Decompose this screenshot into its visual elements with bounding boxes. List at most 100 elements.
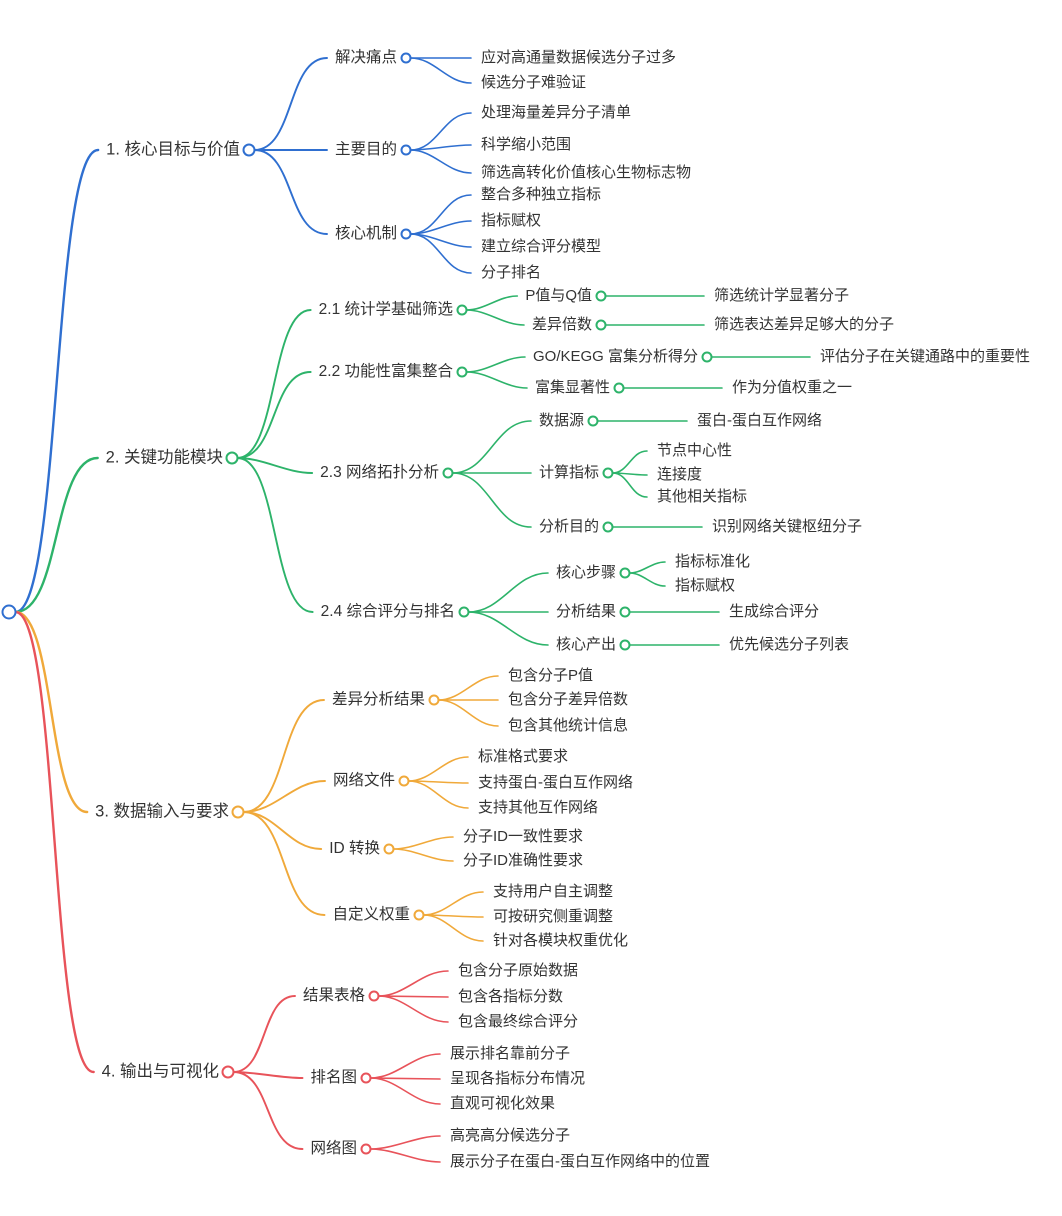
mindmap-link <box>369 1077 441 1105</box>
mindmap-node-label: 主要目的 <box>335 140 397 158</box>
mindmap-leaf-label: 针对各模块权重优化 <box>493 932 628 949</box>
mindmap-link <box>407 756 469 782</box>
mindmap-leaf-label: 整合多种独立指标 <box>481 186 601 203</box>
mindmap-branch-connector[interactable] <box>242 143 256 157</box>
mindmap-leaf-label: 建立综合评分模型 <box>481 238 601 255</box>
mindmap-leaf-label: 生成综合评分 <box>729 603 819 620</box>
mindmap-leaf-label: 筛选表达差异足够大的分子 <box>714 316 894 333</box>
mindmap-leaf-label: 包含分子P值 <box>508 667 593 684</box>
mindmap-branch-connector[interactable] <box>225 451 239 465</box>
mindmap-link <box>242 699 325 813</box>
mindmap-link <box>465 356 526 373</box>
mindmap-link <box>467 572 549 613</box>
mindmap-node-label: 差异倍数 <box>532 316 592 333</box>
mindmap-leaf-label: 识别网络关键枢纽分子 <box>712 518 862 535</box>
mindmap-node-connector[interactable] <box>613 382 625 394</box>
mindmap-node-connector[interactable] <box>456 366 468 378</box>
mindmap-link <box>236 457 314 474</box>
mindmap-link <box>236 457 314 613</box>
mindmap-node-connector[interactable] <box>400 144 412 156</box>
mindmap-leaf-label: 指标赋权 <box>481 212 541 229</box>
mindmap-link <box>242 811 326 916</box>
mindmap-link <box>611 472 648 498</box>
mindmap-node-connector[interactable] <box>413 909 425 921</box>
mindmap-node-connector[interactable] <box>619 567 631 579</box>
mindmap-link <box>407 780 469 809</box>
mindmap-leaf-label: 呈现各指标分布情况 <box>450 1070 585 1087</box>
mindmap-leaf-label: 直观可视化效果 <box>450 1095 555 1112</box>
mindmap-node-connector[interactable] <box>398 775 410 787</box>
mindmap-leaf-label: 优先候选分子列表 <box>729 636 849 653</box>
mindmap-leaf-label: 支持蛋白-蛋白互作网络 <box>478 774 633 791</box>
mindmap-branch-label: 3. 数据输入与要求 <box>95 801 229 820</box>
mindmap-leaf-label: 高亮高分候选分子 <box>450 1127 570 1144</box>
mindmap-branch-connector[interactable] <box>221 1065 235 1079</box>
mindmap-leaf-label: 评估分子在关键通路中的重要性 <box>820 348 1030 365</box>
mindmap-link <box>465 309 525 326</box>
mindmap-root-node[interactable] <box>1 604 17 620</box>
mindmap-node-label: GO/KEGG 富集分析得分 <box>533 347 698 365</box>
mindmap-node-connector[interactable] <box>368 990 380 1002</box>
mindmap-links <box>14 57 811 1163</box>
mindmap-node-connector[interactable] <box>595 319 607 331</box>
mindmap-link <box>437 675 499 701</box>
mindmap-node-label: 2.3 网络拓扑分析 <box>320 463 439 481</box>
mindmap-node-connector[interactable] <box>360 1072 372 1084</box>
mindmap-node-label: 排名图 <box>310 1068 357 1086</box>
mindmap-node-connector[interactable] <box>602 521 614 533</box>
mindmap-link <box>451 420 532 474</box>
mindmap-node-label: 自定义权重 <box>332 905 410 923</box>
mindmap-node-label: 2.1 统计学基础筛选 <box>319 300 453 318</box>
mindmap-node-connector[interactable] <box>587 415 599 427</box>
mindmap-link <box>369 1053 441 1079</box>
mindmap-leaf-label: 候选分子难验证 <box>481 74 586 91</box>
mindmap-node-connector[interactable] <box>400 228 412 240</box>
mindmap-leaf-label: 指标标准化 <box>675 553 750 570</box>
mindmap-link <box>14 610 89 814</box>
mindmap-leaf-label: 包含各指标分数 <box>458 988 563 1005</box>
mindmap-node-label: P值与Q值 <box>525 287 592 304</box>
mindmap-nodes: 1. 核心目标与价值解决痛点应对高通量数据候选分子过多候选分子难验证主要目的处理… <box>1 48 1030 1170</box>
mindmap-link <box>392 848 454 862</box>
mindmap-node-label: 富集显著性 <box>535 378 610 396</box>
mindmap-link <box>369 1077 441 1080</box>
mindmap-node-connector[interactable] <box>442 467 454 479</box>
mindmap-node-label: ID 转换 <box>329 839 380 857</box>
mindmap-node-connector[interactable] <box>428 694 440 706</box>
mindmap-leaf-label: 展示分子在蛋白-蛋白互作网络中的位置 <box>450 1153 710 1170</box>
mindmap-node-label: 核心产出 <box>556 636 616 653</box>
mindmap-leaf-label: 其他相关指标 <box>657 488 747 505</box>
mindmap-leaf-label: 科学缩小范围 <box>481 136 571 153</box>
mindmap-link <box>242 780 326 813</box>
mindmap-leaf-label: 节点中心性 <box>657 442 732 459</box>
mindmap-node-label: 2.2 功能性富集整合 <box>319 362 454 380</box>
mindmap-leaf-label: 标准格式要求 <box>478 748 568 765</box>
mindmap-link <box>409 233 472 274</box>
mindmap-node-label: 差异分析结果 <box>332 690 425 708</box>
mindmap-leaf-label: 包含分子原始数据 <box>458 962 578 979</box>
mindmap-leaf-label: 展示排名靠前分子 <box>450 1045 570 1062</box>
mindmap-link <box>409 112 472 151</box>
mindmap-node-connector[interactable] <box>458 606 470 618</box>
mindmap-node-connector[interactable] <box>456 304 468 316</box>
mindmap-link <box>232 1071 304 1150</box>
mindmap-node-connector[interactable] <box>619 639 631 651</box>
mindmap-node-connector[interactable] <box>595 290 607 302</box>
mindmap-link <box>409 57 472 84</box>
mindmap-node-connector[interactable] <box>619 606 631 618</box>
mindmap-link <box>369 1148 441 1163</box>
mindmap-branch-connector[interactable] <box>231 805 245 819</box>
mindmap-node-connector[interactable] <box>701 351 713 363</box>
mindmap-node-connector[interactable] <box>602 467 614 479</box>
mindmap-node-connector[interactable] <box>360 1143 372 1155</box>
mindmap-leaf-label: 可按研究侧重调整 <box>493 908 613 925</box>
mindmap-leaf-label: 分子ID一致性要求 <box>463 828 583 845</box>
mindmap-link <box>465 295 519 311</box>
mindmap-node-connector[interactable] <box>383 843 395 855</box>
mindmap-node-label: 解决痛点 <box>335 48 397 66</box>
mindmap-link <box>465 371 528 389</box>
mindmap-node-label: 2.4 综合评分与排名 <box>321 602 455 620</box>
mindmap-link <box>253 149 328 235</box>
mindmap-node-connector[interactable] <box>400 52 412 64</box>
